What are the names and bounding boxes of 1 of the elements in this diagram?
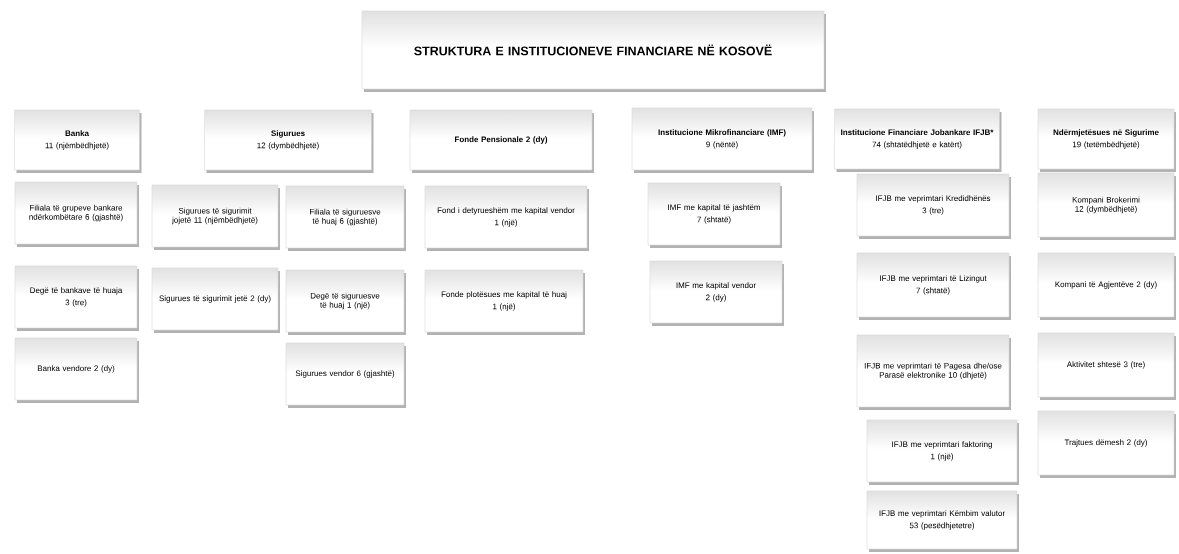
title-box: STRUKTURA E INSTITUCIONEVE FINANCIARE NË KOSOVË	[361, 10, 826, 92]
